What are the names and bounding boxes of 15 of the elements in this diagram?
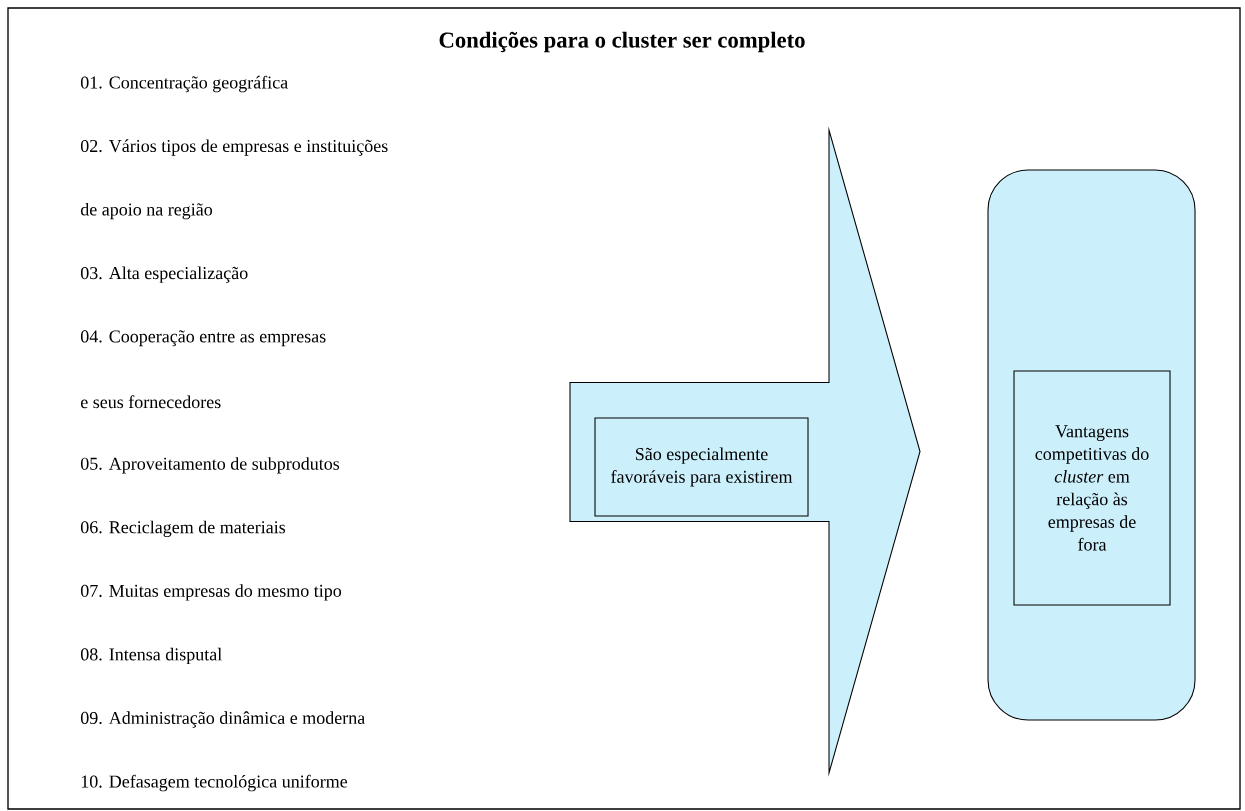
list-item: 03. Alta especialização [80, 266, 248, 283]
list-item: 04. Cooperação entre as empresas [80, 330, 326, 347]
list-item: de apoio na região [80, 202, 213, 220]
text-box: Vantagens competitivas do cluster em relação às empresas de fora [1013, 370, 1171, 606]
title: Condições para o cluster ser completo [439, 31, 805, 53]
list-item: e seus fornecedores [81, 395, 221, 409]
list-item: 10. Defasagem tecnológica uniforme [81, 774, 348, 792]
list-item: 01. Concentração geográfica [80, 75, 288, 93]
list-item: 08. Intensa disputal [80, 647, 222, 665]
list-item: 07. Muitas empresas do mesmo tipo [80, 584, 342, 601]
list-item: 02. Vários tipos de empresas e instituições [80, 139, 388, 156]
text-box: São especialmente favoráveis para existirem [594, 417, 809, 517]
list-item: 05. Aproveitamento de subprodutos [80, 457, 340, 474]
list-item: 06. Reciclagem de materiais [80, 520, 286, 538]
list-item: 09. Administração dinâmica e moderna [80, 711, 365, 728]
